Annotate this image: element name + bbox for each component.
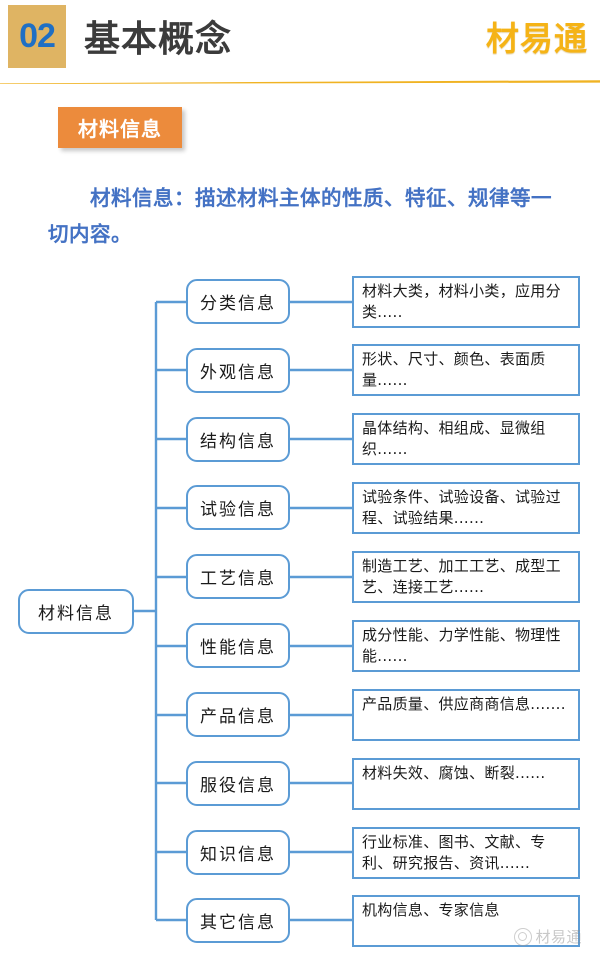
mindmap-branch-label: 试验信息 <box>200 500 276 520</box>
brand-logo: 材易通 <box>486 19 588 58</box>
mindmap-branch-label: 外观信息 <box>200 363 276 383</box>
mindmap-branch-label: 结构信息 <box>200 432 276 452</box>
mindmap-root-label: 材料信息 <box>38 604 114 624</box>
mindmap-branch-node[interactable]: 其它信息 <box>186 898 290 943</box>
mindmap-branch-label: 知识信息 <box>200 845 276 865</box>
mindmap-branch-node[interactable]: 工艺信息 <box>186 554 290 599</box>
mindmap-branch-node[interactable]: 知识信息 <box>186 830 290 875</box>
section-badge: 材料信息 <box>58 107 182 148</box>
page-title: 基本概念 <box>84 19 233 60</box>
mindmap-detail-box[interactable]: 行业标准、图书、文献、专利、研究报告、资讯...... <box>352 827 580 879</box>
mindmap: 材料信息 分类信息 外观信息 结构信息 试验信息 工艺信息 性能信息 产品信息 … <box>0 262 600 960</box>
mindmap-root-node[interactable]: 材料信息 <box>18 589 134 634</box>
mindmap-detail-box[interactable]: 制造工艺、加工工艺、成型工艺、连接工艺...... <box>352 551 580 603</box>
mindmap-detail-text: 晶体结构、相组成、显微组织...... <box>362 419 546 458</box>
mindmap-branch-node[interactable]: 外观信息 <box>186 348 290 393</box>
mindmap-detail-text: 机构信息、专家信息 <box>362 901 500 919</box>
mindmap-detail-box[interactable]: 成分性能、力学性能、物理性能...... <box>352 620 580 672</box>
mindmap-detail-box[interactable]: 产品质量、供应商商信息....... <box>352 689 580 741</box>
mindmap-detail-box[interactable]: 晶体结构、相组成、显微组织...... <box>352 413 580 465</box>
mindmap-detail-text: 材料失效、腐蚀、断裂...... <box>362 764 546 782</box>
mindmap-detail-box[interactable]: 形状、尺寸、颜色、表面质量...... <box>352 344 580 396</box>
section-number-badge: 02 <box>8 5 66 68</box>
mindmap-detail-text: 行业标准、图书、文献、专利、研究报告、资讯...... <box>362 833 546 872</box>
mindmap-branch-label: 性能信息 <box>200 638 276 658</box>
mindmap-branch-node[interactable]: 产品信息 <box>186 692 290 737</box>
mindmap-detail-text: 试验条件、试验设备、试验过程、试验结果...... <box>362 488 561 527</box>
mindmap-branch-label: 服役信息 <box>200 776 276 796</box>
mindmap-detail-box[interactable]: 机构信息、专家信息 <box>352 895 580 947</box>
mindmap-branch-node[interactable]: 结构信息 <box>186 417 290 462</box>
mindmap-branch-label: 分类信息 <box>200 294 276 314</box>
mindmap-detail-text: 材料大类，材料小类，应用分类..... <box>362 282 561 321</box>
mindmap-branch-node[interactable]: 性能信息 <box>186 623 290 668</box>
header-divider <box>0 80 600 84</box>
mindmap-branch-label: 产品信息 <box>200 707 276 727</box>
mindmap-branch-node[interactable]: 分类信息 <box>186 279 290 324</box>
mindmap-detail-box[interactable]: 试验条件、试验设备、试验过程、试验结果...... <box>352 482 580 534</box>
section-badge-label: 材料信息 <box>78 117 162 141</box>
section-intro-text: 材料信息：描述材料主体的性质、特征、规律等一切内容。 <box>48 186 552 246</box>
mindmap-connectors <box>134 300 352 922</box>
mindmap-detail-box[interactable]: 材料失效、腐蚀、断裂...... <box>352 758 580 810</box>
section-number: 02 <box>19 17 56 55</box>
mindmap-branch-node[interactable]: 试验信息 <box>186 485 290 530</box>
page-header: 02 基本概念 材易通 <box>0 0 600 78</box>
mindmap-detail-text: 形状、尺寸、颜色、表面质量...... <box>362 350 546 389</box>
mindmap-detail-box[interactable]: 材料大类，材料小类，应用分类..... <box>352 276 580 328</box>
mindmap-detail-text: 制造工艺、加工工艺、成型工艺、连接工艺...... <box>362 557 561 596</box>
mindmap-branch-node[interactable]: 服役信息 <box>186 761 290 806</box>
mindmap-branch-label: 工艺信息 <box>200 569 276 589</box>
mindmap-branch-label: 其它信息 <box>200 913 276 933</box>
mindmap-detail-text: 产品质量、供应商商信息....... <box>362 695 566 713</box>
mindmap-detail-text: 成分性能、力学性能、物理性能...... <box>362 626 561 665</box>
